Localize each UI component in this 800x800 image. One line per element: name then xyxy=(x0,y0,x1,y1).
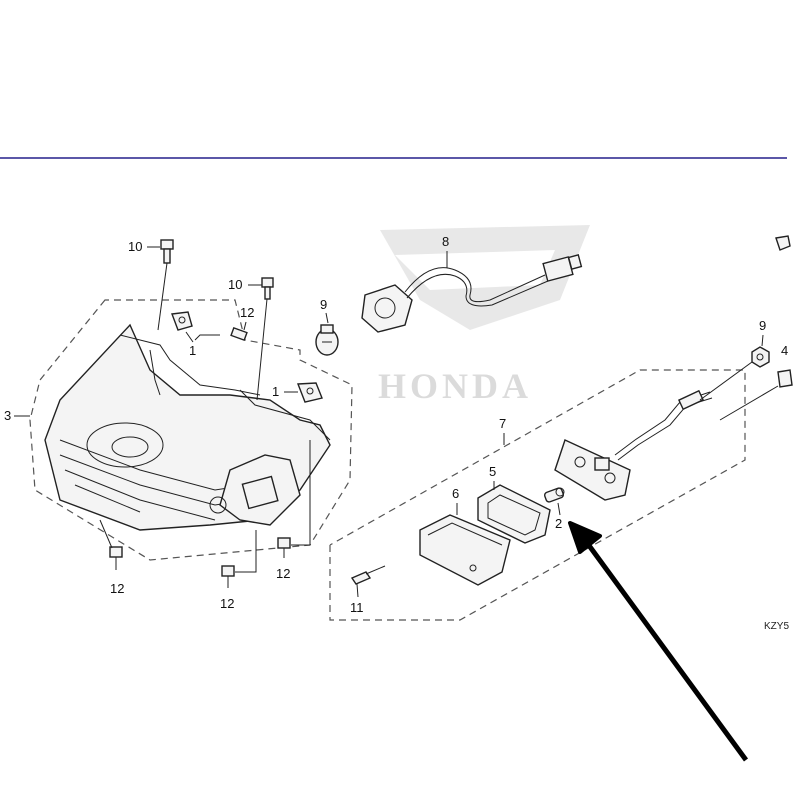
headlight-assembly xyxy=(29,299,353,561)
callout-9-b: 4 xyxy=(719,343,793,421)
svg-text:7: 7 xyxy=(499,416,506,431)
diagram-code: KZY5 xyxy=(764,621,789,632)
clip-icon xyxy=(171,311,193,331)
socket-harness xyxy=(361,254,583,333)
screw-icon xyxy=(230,326,248,342)
svg-text:1: 1 xyxy=(189,343,196,358)
callout-3: 3 xyxy=(4,408,30,423)
screw-icon xyxy=(350,565,386,585)
assembly-bracket-right xyxy=(329,369,746,621)
callout-12-d: 12 xyxy=(276,440,311,581)
svg-text:10: 10 xyxy=(228,277,242,292)
callout-1-b: 1 xyxy=(272,382,323,403)
callout-12-b: 12 xyxy=(99,519,124,596)
callout-9-a: 9 xyxy=(699,318,770,401)
svg-text:6: 6 xyxy=(452,486,459,501)
bolt-icon xyxy=(261,277,274,300)
license-socket-base xyxy=(554,439,631,501)
callout-10-a: 10 xyxy=(128,239,174,331)
svg-text:8: 8 xyxy=(442,234,449,249)
screw-icon xyxy=(109,546,123,570)
screw-icon xyxy=(277,537,291,558)
svg-text:12: 12 xyxy=(240,305,254,320)
license-gasket xyxy=(477,484,551,544)
svg-text:12: 12 xyxy=(110,581,124,596)
svg-text:12: 12 xyxy=(220,596,234,611)
svg-text:12: 12 xyxy=(276,566,290,581)
pointer-arrow xyxy=(568,521,749,762)
svg-text:5: 5 xyxy=(489,464,496,479)
license-light-assembly: 7 6 5 2 xyxy=(329,369,746,621)
svg-text:3: 3 xyxy=(4,408,11,423)
callout-12-a: 12 xyxy=(194,305,254,342)
bolt-icon xyxy=(160,239,174,264)
nut-icon xyxy=(751,346,770,368)
svg-text:9: 9 xyxy=(759,318,766,333)
svg-text:9: 9 xyxy=(320,297,327,312)
wedge-bulb-icon xyxy=(543,487,565,503)
svg-text:4: 4 xyxy=(781,343,788,358)
svg-text:11: 11 xyxy=(350,600,364,615)
grommet-icon xyxy=(777,369,793,388)
honda-watermark: HONDA xyxy=(378,225,590,406)
callout-10-b: 10 xyxy=(228,277,274,401)
partial-part-icon xyxy=(775,235,791,251)
svg-text:10: 10 xyxy=(128,239,142,254)
license-lens xyxy=(419,514,511,586)
svg-text:1: 1 xyxy=(272,384,279,399)
screw-icon xyxy=(221,565,235,588)
clip-icon xyxy=(296,382,323,403)
callout-1-a: 1 xyxy=(171,311,196,358)
callout-7: 8 xyxy=(361,234,583,333)
honda-watermark-text: HONDA xyxy=(378,366,532,406)
bulb-icon xyxy=(315,324,339,356)
callout-12-c: 12 xyxy=(220,530,257,611)
svg-text:2: 2 xyxy=(555,516,562,531)
callout-8: 9 xyxy=(315,297,339,356)
